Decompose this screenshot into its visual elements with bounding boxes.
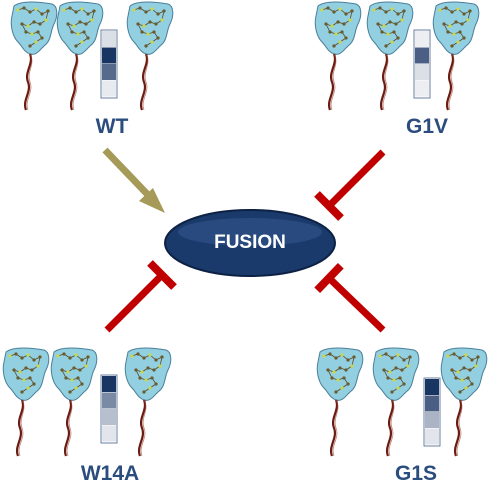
gel-band: [102, 376, 116, 392]
fusion-node: [164, 209, 336, 277]
peptide-glyph: [56, 1, 104, 111]
peptide-glyph: [366, 1, 414, 111]
gel-band: [425, 379, 439, 395]
gel-band: [102, 80, 116, 97]
variant-label-g1s: G1S: [394, 462, 438, 485]
peptide-glyph: [50, 347, 98, 457]
variant-label-wt: WT: [95, 115, 129, 138]
peptide-glyph: [10, 1, 58, 111]
peptide-glyph: [124, 347, 172, 457]
peptide-glyph: [440, 347, 488, 457]
inhibit-arrow-w14a: [104, 260, 177, 333]
variant-group-g1s: [316, 347, 488, 457]
variant-group-g1v: [314, 1, 480, 111]
variant-label-g1v: G1V: [405, 115, 449, 138]
inhibit-arrow-g1s: [314, 262, 386, 333]
peptide-glyph: [372, 347, 420, 457]
inhibit-arrow-g1v: [314, 149, 386, 221]
gel-band: [102, 409, 116, 425]
gel-band: [425, 395, 439, 412]
gel-column-g1s: [423, 377, 441, 447]
gel-column-w14a: [100, 374, 118, 444]
arrow-wt-promotes: [102, 147, 165, 213]
gel-band: [415, 80, 429, 97]
gel-band: [415, 47, 429, 64]
gel-band: [102, 31, 116, 47]
gel-band: [102, 425, 116, 442]
peptide-glyph: [126, 1, 174, 111]
gel-band: [102, 392, 116, 409]
gel-band: [102, 47, 116, 64]
gel-column-g1v: [413, 29, 431, 99]
gel-column-wt: [100, 29, 118, 99]
variant-group-w14a: [2, 347, 172, 457]
gel-band: [415, 64, 429, 80]
fusion-label: FUSION: [214, 232, 286, 253]
peptide-glyph: [314, 1, 362, 111]
peptide-glyph: [432, 1, 480, 111]
peptide-glyph: [2, 347, 50, 457]
gel-band: [425, 412, 439, 428]
gel-band: [415, 31, 429, 47]
variant-label-w14a: W14A: [80, 462, 140, 485]
gel-band: [102, 64, 116, 80]
gel-band: [425, 428, 439, 445]
peptide-glyph: [316, 347, 364, 457]
variant-group-wt: [10, 1, 174, 111]
